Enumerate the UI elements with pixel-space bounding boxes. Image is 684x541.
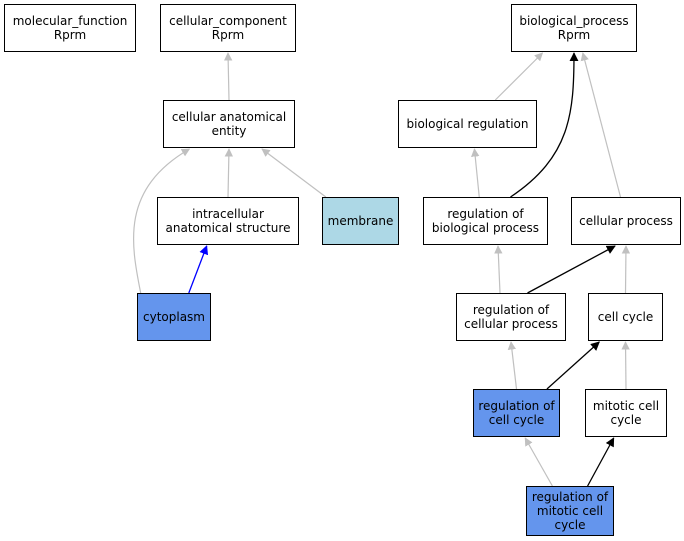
- edge-membrane-to-cellular-anatomical-entity: [261, 148, 327, 198]
- node-regulation-of-biological-process[interactable]: regulation of biological process: [423, 197, 548, 245]
- node-mitotic-cell-cycle[interactable]: mitotic cell cycle: [585, 389, 667, 437]
- edge-cellular-anatomical-entity-to-cellular-component: [223, 52, 233, 101]
- edge-regulation-of-cellular-process-to-cellular-process: [527, 245, 616, 294]
- node-cell-cycle[interactable]: cell cycle: [588, 293, 663, 341]
- edge-cytoplasm-to-cellular-anatomical-entity: [132, 148, 191, 294]
- edge-regulation-of-cell-cycle-to-cell-cycle: [546, 341, 600, 390]
- node-biological-regulation[interactable]: biological regulation: [398, 100, 537, 148]
- node-membrane[interactable]: membrane: [322, 197, 399, 245]
- node-regulation-of-cellular-process[interactable]: regulation of cellular process: [456, 293, 566, 341]
- edge-regulation-of-mitotic-cell-cycle-to-regulation-of-cell-cycle: [524, 437, 553, 487]
- edge-intracellular-anatomical-structure-to-cellular-anatomical-entity: [224, 148, 234, 198]
- node-biological-process[interactable]: biological_process Rprm: [511, 4, 637, 52]
- edge-regulation-of-cellular-process-to-regulation-of-biological-process: [494, 245, 503, 294]
- edge-mitotic-cell-cycle-to-cell-cycle: [621, 341, 630, 390]
- edge-regulation-of-cell-cycle-to-regulation-of-cellular-process: [507, 341, 518, 390]
- edge-biological-regulation-to-biological-process: [494, 52, 544, 101]
- node-cellular-component[interactable]: cellular_component Rprm: [160, 4, 296, 52]
- node-cytoplasm[interactable]: cytoplasm: [137, 293, 211, 341]
- node-intracellular-anatomical-structure[interactable]: intracellular anatomical structure: [157, 197, 299, 245]
- node-regulation-of-cell-cycle[interactable]: regulation of cell cycle: [473, 389, 560, 437]
- edge-regulation-of-biological-process-to-biological-regulation: [471, 148, 480, 198]
- node-cellular-process[interactable]: cellular process: [571, 197, 681, 245]
- edge-cytoplasm-to-intracellular-anatomical-structure: [188, 245, 209, 294]
- edge-cell-cycle-to-cellular-process: [621, 245, 631, 294]
- edge-regulation-of-biological-process-to-biological-process: [510, 52, 579, 198]
- node-regulation-of-mitotic-cell-cycle[interactable]: regulation of mitotic cell cycle: [526, 486, 614, 536]
- node-cellular-anatomical-entity[interactable]: cellular anatomical entity: [163, 100, 295, 148]
- edge-regulation-of-mitotic-cell-cycle-to-mitotic-cell-cycle: [587, 437, 615, 487]
- node-molecular-function[interactable]: molecular_function Rprm: [4, 4, 136, 52]
- edge-cellular-process-to-biological-process: [580, 52, 622, 198]
